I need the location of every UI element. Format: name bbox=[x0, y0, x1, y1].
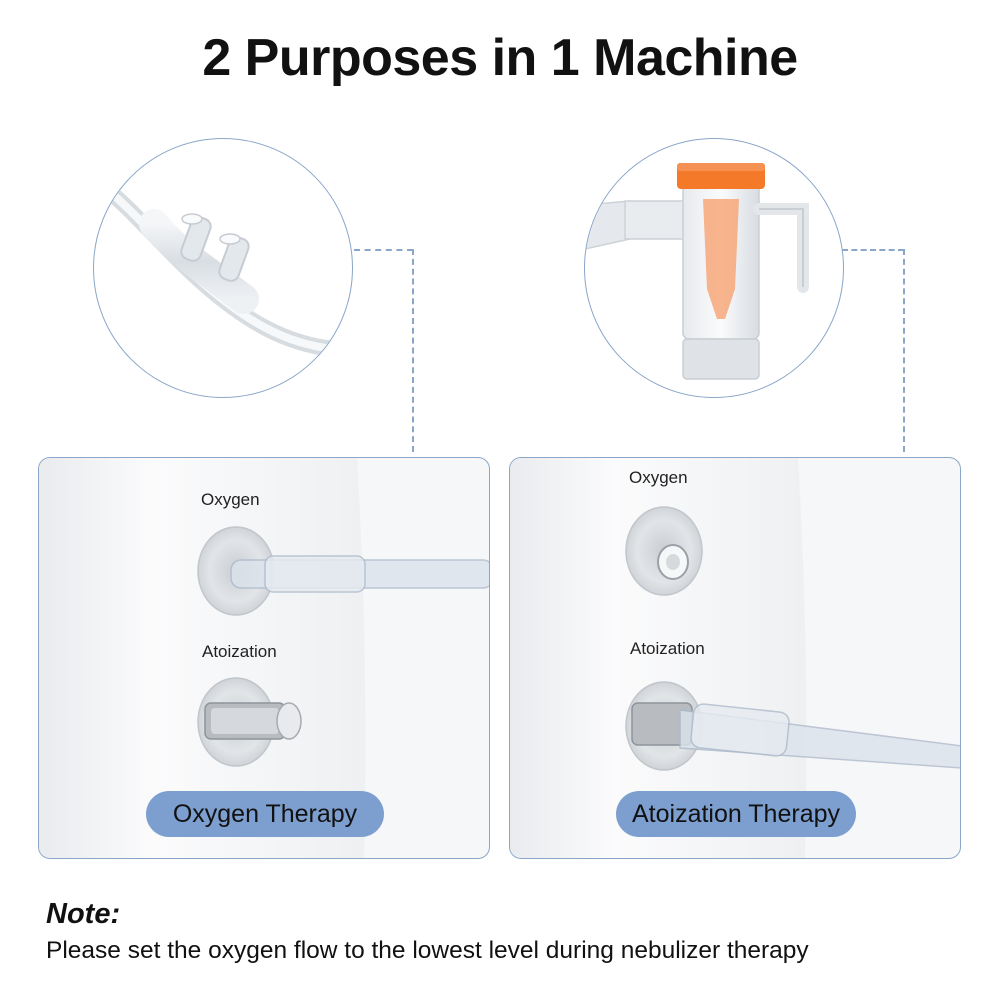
atomization-therapy-panel: Oxygen Atoization Atoization Therapy bbox=[509, 457, 961, 859]
connector-line-right bbox=[842, 249, 904, 251]
note-heading: Note: bbox=[46, 898, 121, 930]
atomization-port-label: Atoization bbox=[202, 642, 277, 661]
connector-line-left-vertical bbox=[412, 249, 414, 452]
oxygen-therapy-label: Oxygen Therapy bbox=[146, 791, 384, 837]
note-text: Please set the oxygen flow to the lowest… bbox=[46, 937, 809, 964]
oxygen-port-label: Oxygen bbox=[201, 490, 260, 509]
connector-line-left bbox=[354, 249, 413, 251]
atomization-therapy-label: Atoization Therapy bbox=[616, 791, 856, 837]
nasal-cannula-image bbox=[93, 138, 353, 398]
oxygen-port-label: Oxygen bbox=[629, 468, 688, 487]
atomization-port-label: Atoization bbox=[630, 639, 705, 658]
connector-line-right-vertical bbox=[903, 249, 905, 452]
nebulizer-cup-image bbox=[584, 138, 844, 398]
page-title: 2 Purposes in 1 Machine bbox=[202, 29, 798, 87]
oxygen-therapy-panel: Oxygen Atoization Oxygen Therapy bbox=[38, 457, 490, 859]
